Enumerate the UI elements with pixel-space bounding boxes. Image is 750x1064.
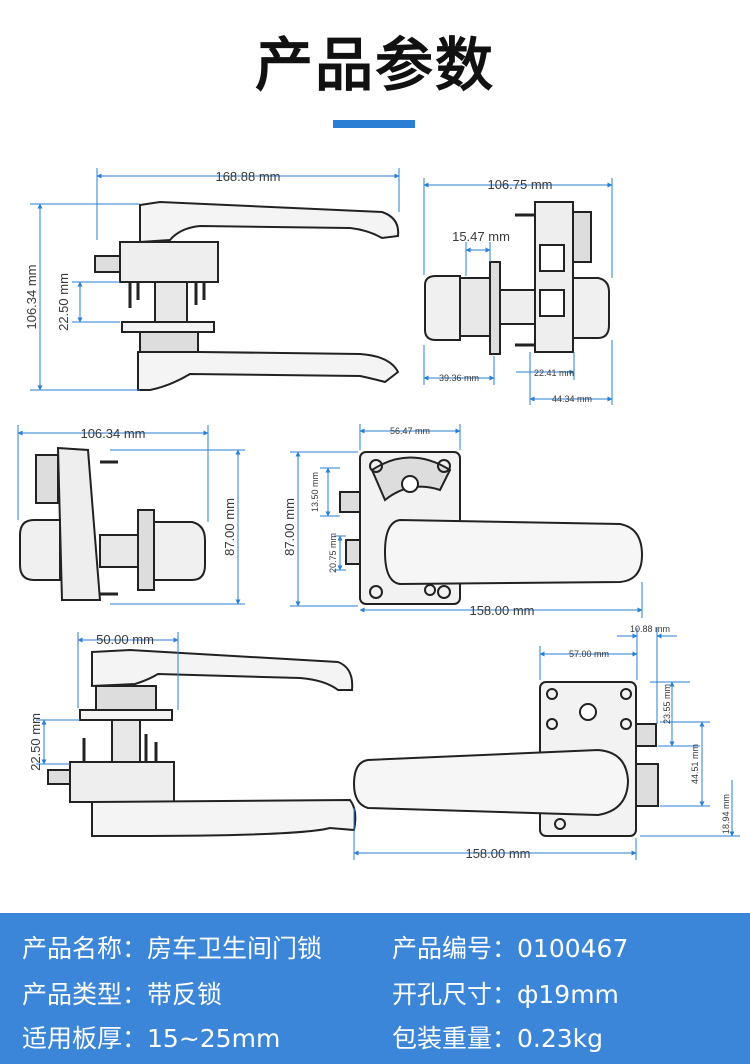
view4-dimensions [290,424,643,618]
dim-158-00-a: 158.00 mm [469,603,534,618]
dim-168-88: 168.88 mm [215,169,280,184]
dim-15-47: 15.47 mm [452,229,510,244]
spec-panel: 产品名称：房车卫生间门锁 产品编号：0100467 产品类型：带反锁 开孔尺寸：… [0,913,750,1064]
view1-dimensions [30,168,400,391]
dim-22-41: 22.41 mm [534,368,574,378]
view5-dimensions [36,632,179,765]
dim-20-75: 20.75 mm [328,533,338,573]
view2-dimensions [423,178,613,405]
spec-type-label: 产品类型： [22,980,148,1009]
page-title: 产品参数 [254,31,495,99]
spec-thickness: 适用板厚：15~25mm [22,1019,280,1055]
spec-weight-value: 0.23kg [517,1024,604,1053]
dim-44-34: 44.34 mm [552,394,592,404]
dim-106-34-h: 106.34 mm [80,426,145,441]
dim-87-00-a: 87.00 mm [222,498,237,556]
view-side-top [94,200,400,391]
dim-106-75: 106.75 mm [487,177,552,192]
dim-57-00: 57.00 mm [569,649,609,659]
spec-hole-value: ф19mm [517,980,619,1009]
view-back-bottom [352,681,659,837]
dim-106-34-v: 106.34 mm [24,264,39,329]
spec-type: 产品类型：带反锁 [22,975,222,1011]
technical-drawings: 168.88 mm 106.34 mm 22.50 mm 106.75 mm 1… [17,168,740,861]
dim-22-50-a: 22.50 mm [56,273,71,331]
view-front-top [424,201,610,355]
spec-hole: 开孔尺寸：ф19mm [392,975,619,1011]
dim-158-00-b: 158.00 mm [465,846,530,861]
spec-name: 产品名称：房车卫生间门锁 [22,929,322,965]
dim-39-36: 39.36 mm [439,373,479,383]
view6-dimensions [353,628,740,860]
dim-87-00-b: 87.00 mm [282,498,297,556]
spec-name-value: 房车卫生间门锁 [147,934,323,963]
dim-50-00: 50.00 mm [96,632,154,647]
view-back-middle [339,451,644,605]
spec-code-value: 0100467 [517,934,629,963]
title-underline [333,120,415,128]
spec-hole-label: 开孔尺寸： [392,980,518,1009]
view-front-middle [19,446,206,601]
spec-weight-label: 包装重量： [392,1024,518,1053]
spec-thickness-label: 适用板厚： [22,1024,148,1053]
dim-22-50-b: 22.50 mm [28,713,43,771]
dim-18-94: 18.94 mm [721,794,731,834]
spec-code-label: 产品编号： [392,934,518,963]
spec-thickness-value: 15~25mm [147,1024,281,1053]
spec-weight: 包装重量：0.23kg [392,1019,603,1055]
dim-13-50: 13.50 mm [310,472,320,512]
spec-type-value: 带反锁 [147,980,223,1009]
dim-23-55: 23.55 mm [662,684,672,724]
dim-10-88: 10.88 mm [630,624,670,634]
view3-dimensions [17,425,245,605]
spec-name-label: 产品名称： [22,934,148,963]
dim-56-47: 56.47 mm [390,426,430,436]
view-side-bottom [47,648,357,837]
dim-44-51: 44.51 mm [690,744,700,784]
spec-code: 产品编号：0100467 [392,929,628,965]
